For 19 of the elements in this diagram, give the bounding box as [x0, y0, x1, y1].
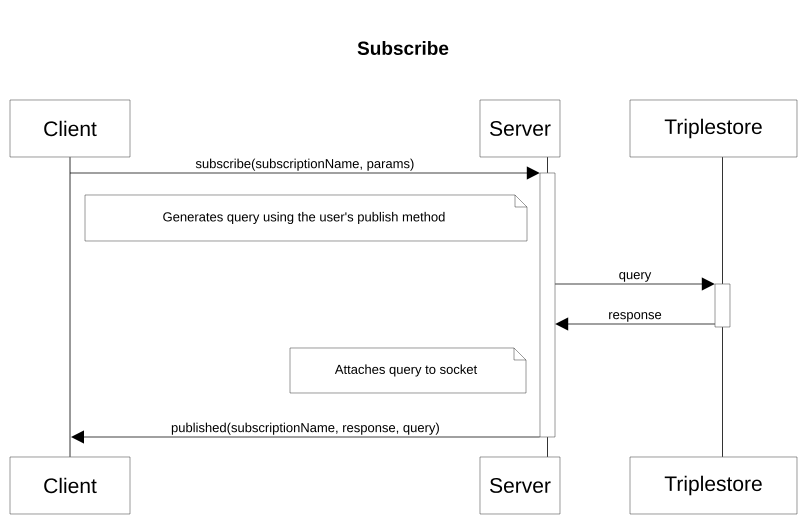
title: Subscribe [358, 41, 448, 55]
participant-box: Client [10, 100, 130, 158]
lifeline [547, 156, 548, 174]
message-label: query [619, 272, 652, 282]
note: Attaches query to socket [290, 348, 526, 394]
message-label: response [609, 312, 662, 322]
lifeline [722, 326, 723, 458]
message-label: published(subscriptionName, response, query) [172, 422, 439, 435]
participant-box: Client [10, 456, 130, 514]
message-label: subscribe(subscriptionName, params) [196, 158, 414, 171]
activation-bar [714, 284, 730, 328]
participant-box: Server [480, 456, 560, 514]
participant-box: Triplestore [630, 456, 798, 514]
participant-box: Triplestore [630, 100, 798, 158]
lifeline [547, 436, 548, 458]
note: Generates query using the user's publish method [84, 194, 528, 242]
participant-box: Server [480, 100, 560, 158]
activation-bar [540, 172, 556, 438]
lifeline [722, 156, 723, 284]
